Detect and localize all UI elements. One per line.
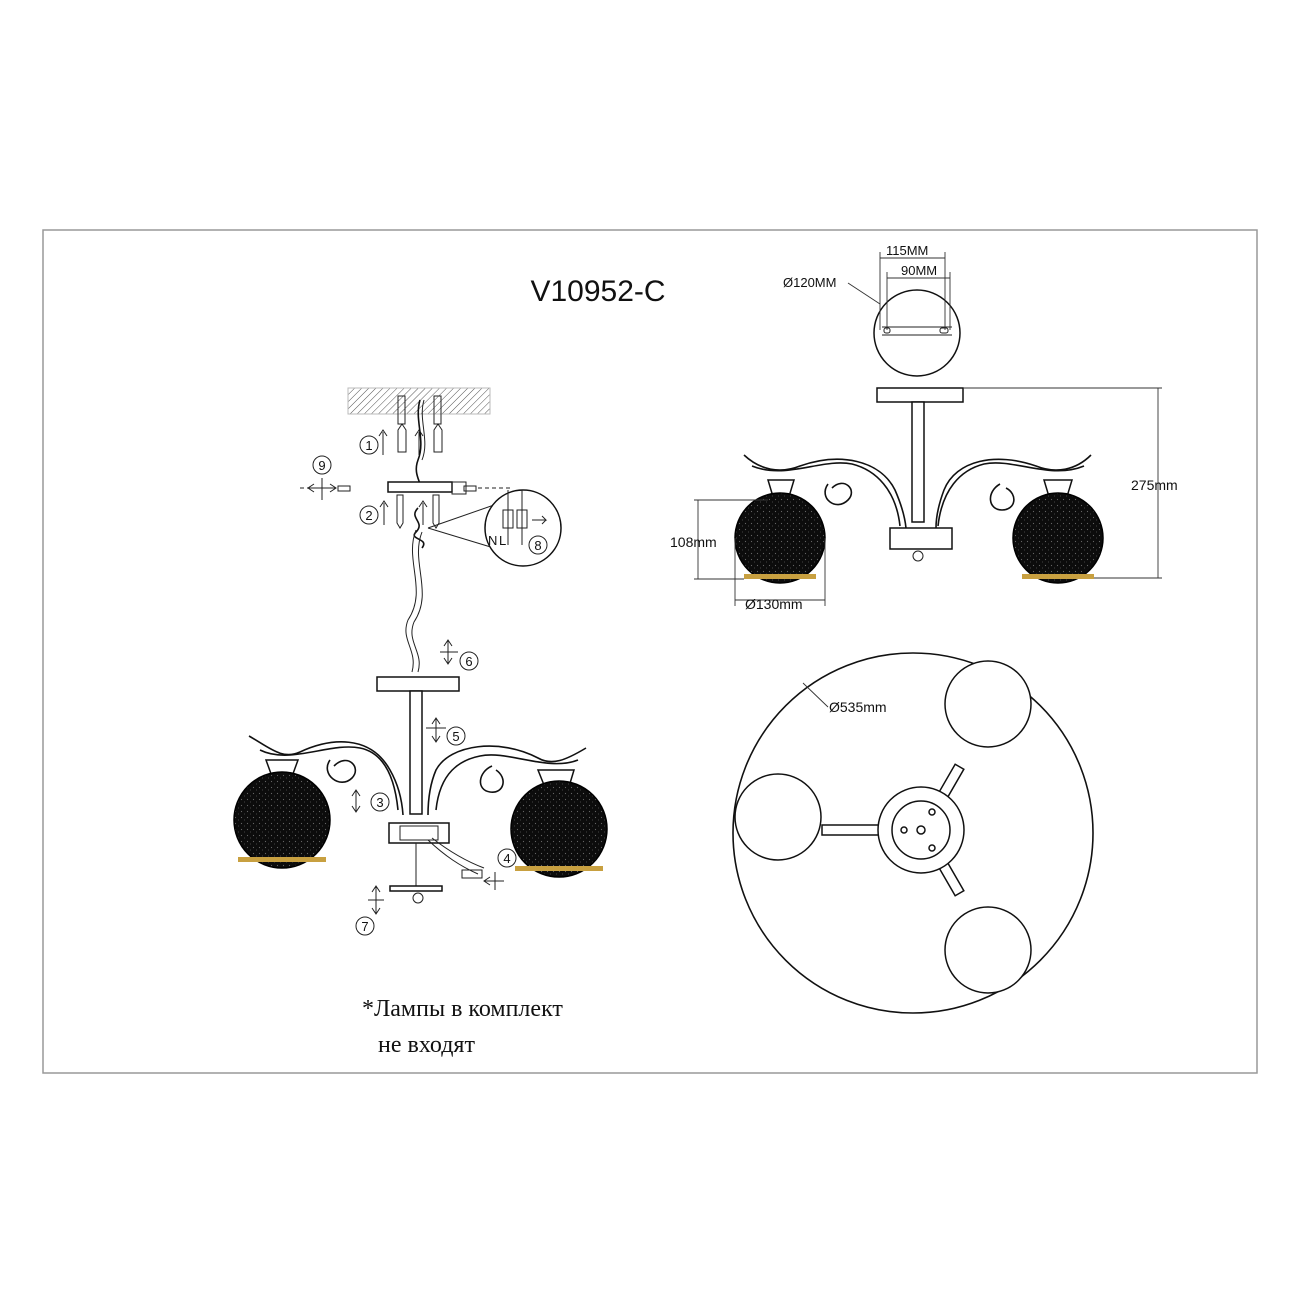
hub <box>388 822 450 844</box>
svg-text:2: 2 <box>365 508 372 523</box>
svg-text:4: 4 <box>503 851 510 866</box>
neutral-label: N <box>488 533 497 548</box>
step-marker-8: 8 <box>528 535 548 555</box>
step-marker-3: 3 <box>351 789 390 813</box>
note-line-1: *Лампы в комплект <box>362 996 563 1022</box>
svg-text:7: 7 <box>361 919 368 934</box>
dim-shade-height: 108mm <box>670 534 717 550</box>
canopy <box>376 676 460 692</box>
model-title: V10952-C <box>530 275 665 308</box>
dim-height: 275mm <box>1131 477 1178 493</box>
note-line-2: не входят <box>378 1032 475 1058</box>
dim-overall-diameter: Ø535mm <box>829 699 887 715</box>
left-arm <box>248 735 404 816</box>
stem <box>409 690 423 815</box>
top-plan-view: Ø535mm <box>732 652 1094 1014</box>
left-shade <box>233 771 331 869</box>
right-shade <box>510 780 608 878</box>
step-marker-2: 2 <box>359 505 379 525</box>
step-marker-4: 4 <box>483 848 517 890</box>
live-label: L <box>499 533 506 548</box>
svg-text:1: 1 <box>365 438 372 453</box>
step-marker-1: 1 <box>359 435 379 455</box>
bottom-cap <box>389 885 443 892</box>
svg-text:8: 8 <box>534 538 541 553</box>
svg-text:3: 3 <box>376 795 383 810</box>
svg-text:5: 5 <box>452 729 459 744</box>
svg-text:6: 6 <box>465 654 472 669</box>
dim-canopy-outer: 115MM <box>886 243 928 258</box>
dim-canopy-inner: 90MM <box>901 263 937 278</box>
step-marker-6: 6 <box>440 639 479 671</box>
mounting-bar <box>387 481 453 493</box>
svg-text:9: 9 <box>318 458 325 473</box>
step-marker-7: 7 <box>355 885 384 936</box>
canopy-plate-view: 115MM 90MM Ø120MM <box>783 243 961 377</box>
dim-shade-diameter: Ø130mm <box>745 596 803 612</box>
right-arm <box>427 745 587 816</box>
assembly-diagram: N L 1 <box>233 387 608 936</box>
dim-canopy-diameter: Ø120MM <box>783 275 836 290</box>
step-marker-5: 5 <box>426 717 466 746</box>
front-elevation: 275mm 108mm Ø130mm <box>670 387 1178 612</box>
step-marker-9: 9 <box>307 455 337 500</box>
drawing-frame <box>42 229 1258 1074</box>
